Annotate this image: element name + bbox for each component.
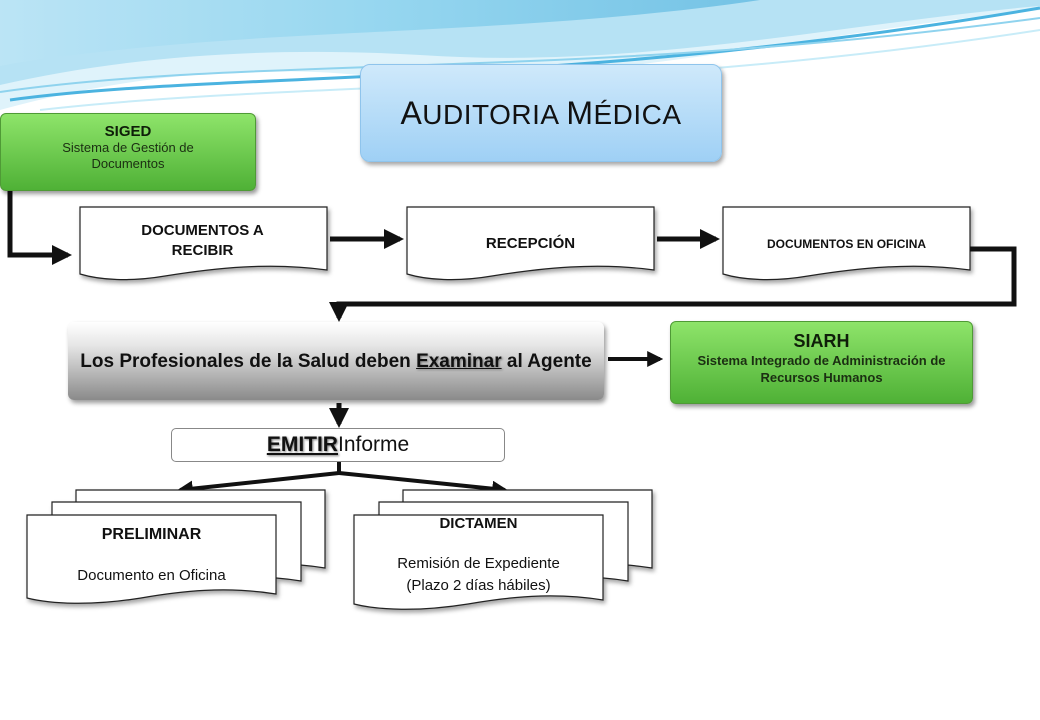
emitir-box: EMITIR Informe (171, 428, 505, 462)
doc-recibir-label: DOCUMENTOS A RECIBIR (141, 222, 264, 259)
doc-stack-preliminar (26, 489, 326, 604)
arrow-emitir-preliminar (176, 471, 340, 497)
arrow-emitir-dictamen (338, 471, 509, 497)
dictamen-line2: (Plazo 2 días hábiles) (406, 577, 551, 594)
siged-box: SIGED Sistema de Gestión de Documentos (0, 113, 256, 191)
doc-recepcion-label: RECEPCIÓN (485, 234, 576, 252)
preliminar-subtitle: Documento en Oficina (77, 567, 226, 584)
siged-name: SIGED (104, 123, 152, 140)
examinar-emphasis: Examinar (416, 350, 502, 372)
siarh-description: Sistema Integrado de Administración de R… (697, 353, 946, 385)
preliminar-title: PRELIMINAR (101, 526, 202, 543)
title-box: AUDITORIA MÉDICA (360, 64, 722, 162)
doc-shape-oficina (722, 206, 971, 281)
examinar-text: Los Profesionales de la Salud deben Exam… (80, 350, 592, 372)
siged-description: Sistema de Gestión de Documentos (62, 140, 194, 171)
doc-shape-recibir (79, 206, 328, 281)
siarh-box: SIARH Sistema Integrado de Administració… (670, 321, 973, 404)
emitir-label: Informe (337, 433, 410, 456)
connector-siged-recibir (7, 190, 72, 265)
emitir-emphasis: EMITIR (266, 433, 338, 456)
doc-shape-recepcion (406, 206, 655, 281)
examinar-box: Los Profesionales de la Salud deben Exam… (68, 322, 604, 400)
doc-oficina-label: DOCUMENTOS EN OFICINA (766, 237, 927, 251)
connector-oficina-examinar (329, 246, 1017, 322)
siarh-name: SIARH (793, 331, 850, 351)
page-title: AUDITORIA MÉDICA (400, 94, 682, 131)
dictamen-line1: Remisión de Expediente (397, 555, 560, 572)
doc-stack-dictamen (353, 489, 653, 610)
dictamen-title: DICTAMEN (439, 515, 518, 532)
